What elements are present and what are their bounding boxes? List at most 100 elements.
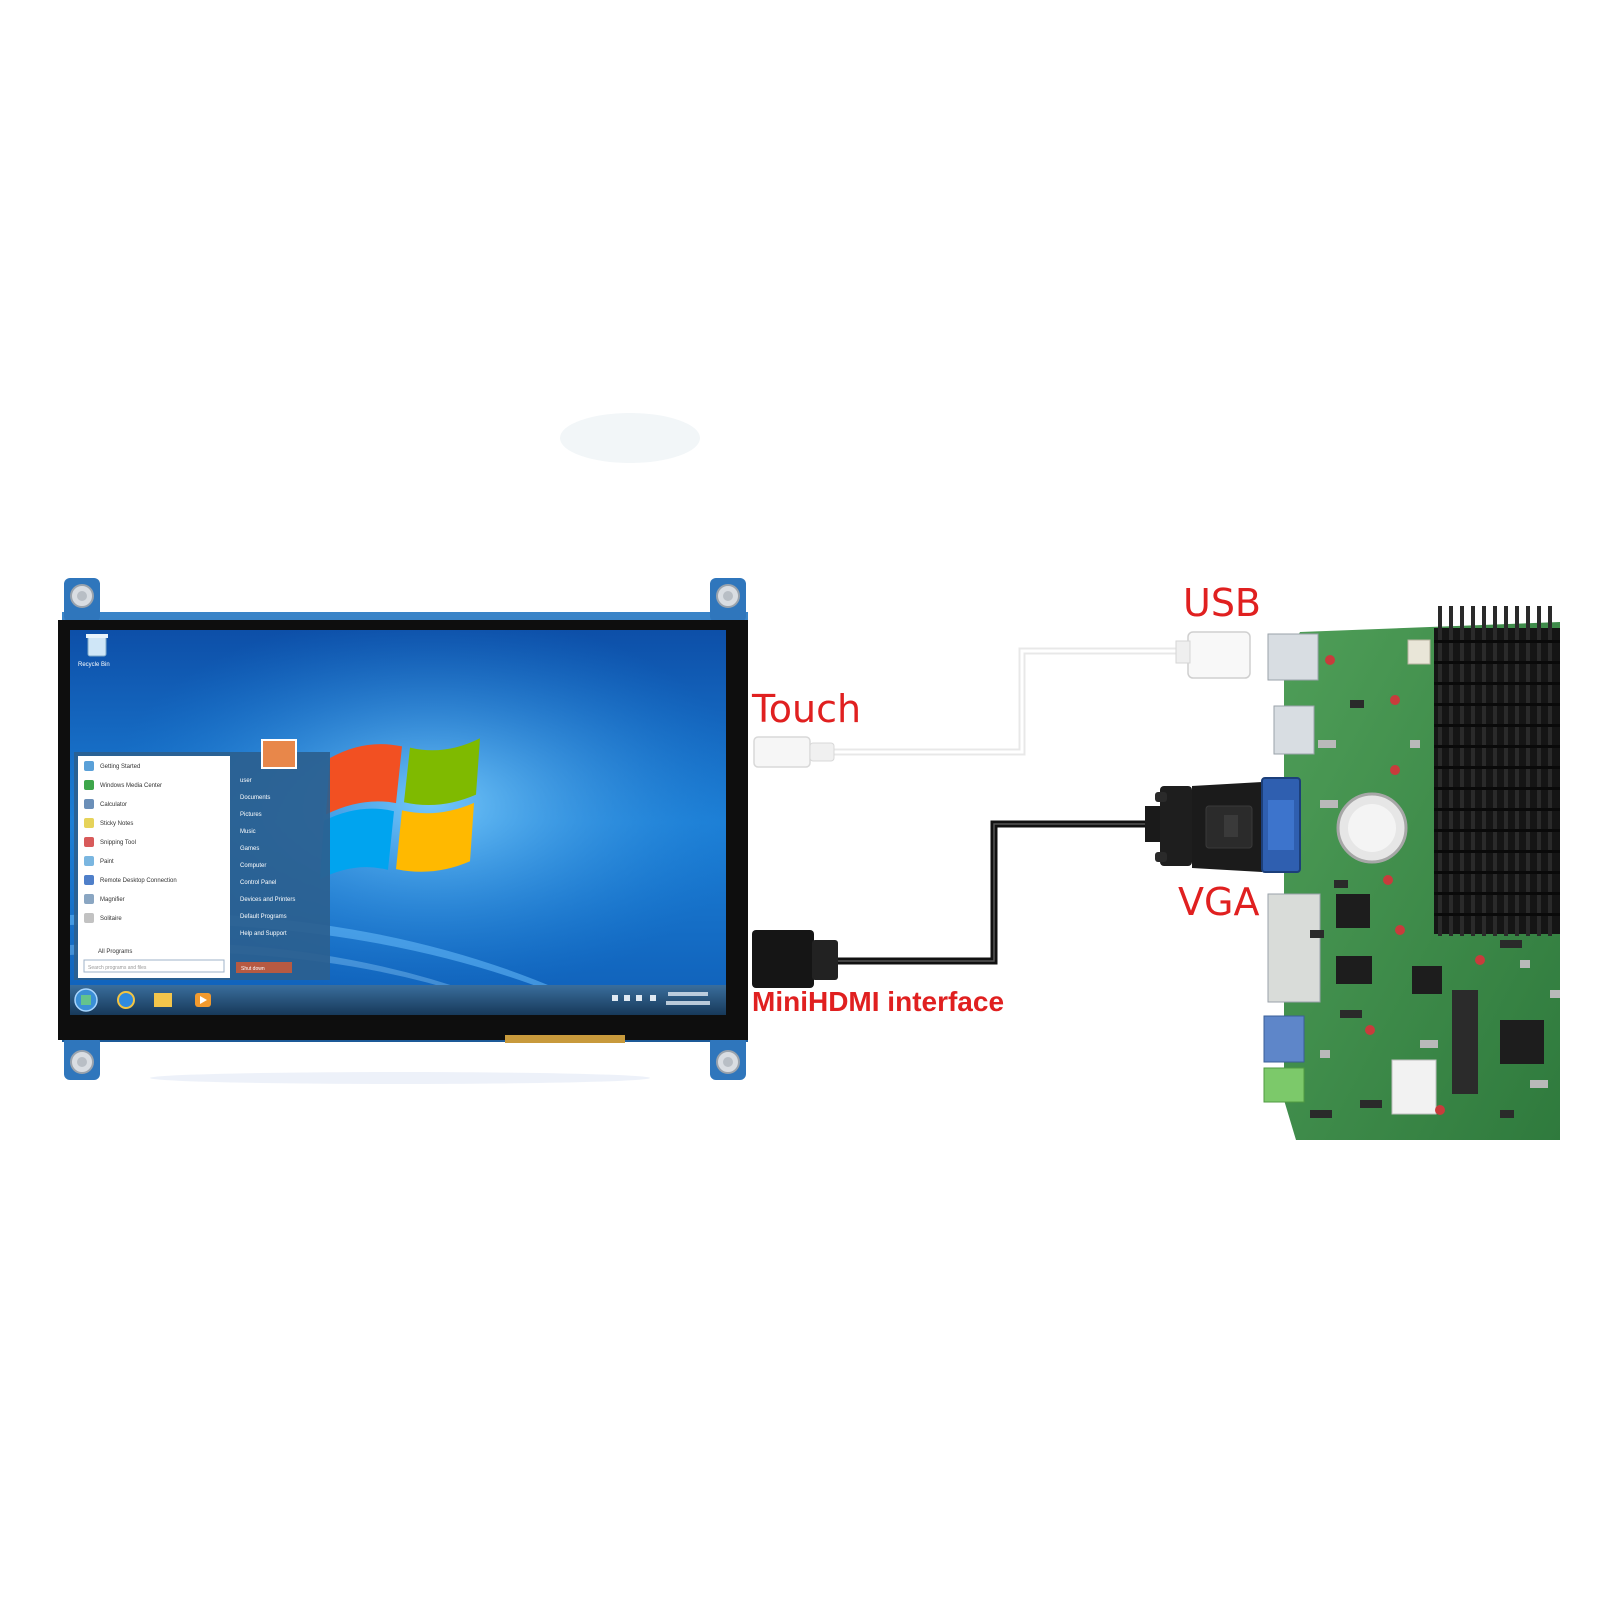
start-menu-item-icon: [84, 875, 94, 885]
all-programs[interactable]: All Programs: [98, 949, 132, 955]
start-menu-item-icon: [84, 894, 94, 904]
pcb-component: [1500, 940, 1522, 948]
pcb-component: [1310, 930, 1324, 938]
pcb-component: [1325, 655, 1335, 665]
start-menu-item-icon: [84, 856, 94, 866]
pcb-component: [1365, 1025, 1375, 1035]
usb-label: USB: [1183, 581, 1262, 625]
pcb-component: [1320, 800, 1338, 808]
start-menu-item-icon: [84, 818, 94, 828]
start-menu-item-icon: [84, 799, 94, 809]
pcb-component: [1420, 1040, 1438, 1048]
recycle-bin-icon[interactable]: Recycle Bin: [78, 634, 110, 668]
heatsink-slot: [1434, 745, 1560, 748]
heatsink-slot: [1434, 913, 1560, 916]
start-menu-item[interactable]: Magnifier: [100, 897, 125, 903]
pcb-component: [1530, 1080, 1548, 1088]
heatsink-fin: [1493, 606, 1497, 936]
pcb-component: [1334, 880, 1348, 888]
start-menu-item[interactable]: Paint: [100, 859, 114, 865]
start-menu-item-icon: [84, 837, 94, 847]
start-menu-item[interactable]: Getting Started: [100, 764, 140, 770]
heatsink-fin: [1504, 606, 1508, 936]
pcb-component: [1340, 1010, 1362, 1018]
minihdmi-interface-label: MiniHDMI interface: [752, 986, 1005, 1017]
start-menu-item[interactable]: Sticky Notes: [100, 821, 133, 827]
windows-logo-icon: [320, 738, 480, 880]
heatsink-slot: [1434, 703, 1560, 706]
start-menu-place[interactable]: Help and Support: [240, 931, 287, 937]
heatsink-fin: [1526, 606, 1530, 936]
user-picture: [261, 739, 297, 769]
start-menu-place[interactable]: Devices and Printers: [240, 897, 295, 903]
pcb-component: [1320, 1050, 1330, 1058]
heatsink-slot: [1434, 850, 1560, 853]
vga-connector-icon: [1145, 782, 1262, 872]
start-menu-item[interactable]: Remote Desktop Connection: [100, 878, 177, 884]
heatsink-fin: [1438, 606, 1442, 936]
heatsink-fin: [1548, 606, 1552, 936]
heatsink-icon: [1434, 606, 1560, 936]
vga-label: VGA: [1178, 880, 1260, 924]
taskbar: [70, 985, 726, 1015]
motherboard: [1261, 606, 1560, 1140]
pcb-component: [1360, 1100, 1382, 1108]
micro-usb-plug: [753, 736, 811, 768]
start-menu-place[interactable]: Games: [240, 846, 259, 852]
pcb-component: [1410, 740, 1420, 748]
ie-icon[interactable]: [117, 991, 135, 1009]
start-menu-place[interactable]: Computer: [240, 863, 266, 869]
start-menu-item[interactable]: Snipping Tool: [100, 840, 136, 846]
pcb-component: [1318, 740, 1336, 748]
heatsink-slot: [1434, 682, 1560, 685]
usb-connector-icon: [1187, 631, 1251, 679]
pcb-component: [1435, 1105, 1445, 1115]
pcb-component: [1350, 700, 1364, 708]
heatsink-slot: [1434, 871, 1560, 874]
pcb-component: [1390, 695, 1400, 705]
pcb-component: [1500, 1110, 1514, 1118]
heatsink-slot: [1434, 892, 1560, 895]
pcb-component: [1390, 765, 1400, 775]
pcb-component: [1520, 960, 1530, 968]
pcb-component: [1310, 1110, 1332, 1118]
heatsink-slot: [1434, 766, 1560, 769]
shutdown-button[interactable]: [236, 962, 292, 973]
heatsink-slot: [1434, 661, 1560, 664]
touch-label: Touch: [752, 687, 862, 731]
start-menu-place[interactable]: Music: [240, 829, 256, 835]
start-menu-item[interactable]: Solitaire: [100, 916, 122, 922]
start-menu-item[interactable]: Calculator: [100, 802, 127, 808]
start-menu-item-icon: [84, 913, 94, 923]
start-menu-place[interactable]: Pictures: [240, 812, 262, 818]
start-menu-item[interactable]: Windows Media Center: [100, 783, 162, 789]
recycle-bin-label: Recycle Bin: [78, 662, 110, 668]
heatsink-slot: [1434, 640, 1560, 643]
hdmi-vga-cable: [752, 782, 1262, 988]
start-menu-place[interactable]: Control Panel: [240, 880, 276, 886]
heatsink-fin: [1449, 606, 1453, 936]
start-menu-place[interactable]: Default Programs: [240, 914, 287, 920]
start-menu-place[interactable]: user: [240, 778, 252, 784]
start-menu-places: userDocumentsPicturesMusicGamesComputerC…: [240, 778, 295, 937]
heatsink-slot: [1434, 724, 1560, 727]
start-menu-item-icon: [84, 780, 94, 790]
pcb-component: [1383, 875, 1393, 885]
pcb-component: [1550, 990, 1560, 998]
heatsink-fin: [1537, 606, 1541, 936]
heatsink-fin: [1482, 606, 1486, 936]
shadow-blob: [560, 413, 700, 463]
pcb-component: [1395, 925, 1405, 935]
start-menu-place[interactable]: Documents: [240, 795, 270, 801]
explorer-folder-icon[interactable]: [154, 993, 172, 1007]
shutdown-label: Shut down: [241, 966, 265, 972]
pcb-component: [1475, 955, 1485, 965]
start-search-input[interactable]: [83, 959, 225, 973]
heatsink-slot: [1434, 787, 1560, 790]
heatsink-fin: [1460, 606, 1464, 936]
start-menu-item-icon: [84, 761, 94, 771]
heatsink-fin: [1515, 606, 1519, 936]
start-search-placeholder: Search programs and files: [88, 965, 147, 971]
